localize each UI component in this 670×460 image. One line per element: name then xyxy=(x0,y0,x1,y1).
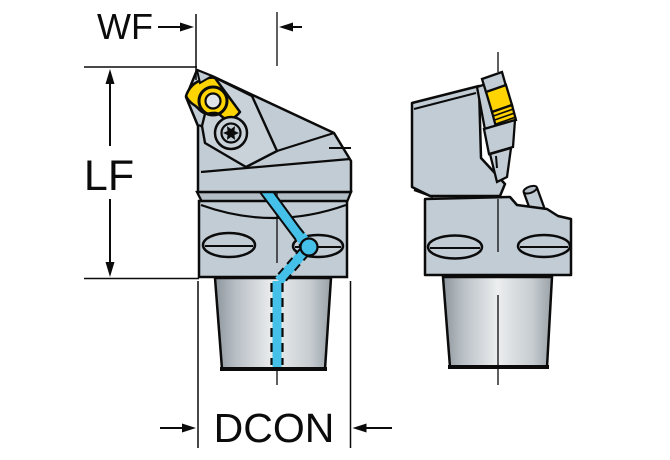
wf-arrow-right-icon xyxy=(180,22,194,32)
side-insert-unit xyxy=(475,70,518,184)
dimension-dcon: DCON xyxy=(160,281,392,451)
wf-label: WF xyxy=(97,6,153,47)
dcon-arrow-left-icon xyxy=(352,423,367,433)
side-holder-edge-tick xyxy=(495,155,498,169)
insert-hole-ring xyxy=(197,85,229,117)
insert-serration-lines xyxy=(493,108,517,125)
dimension-wf: WF xyxy=(97,6,302,80)
coolant-duct-upper xyxy=(258,183,313,250)
lf-arrow-down-icon xyxy=(105,262,115,277)
dcon-label: DCON xyxy=(214,405,335,451)
side-head-chamfer-top xyxy=(413,92,477,110)
side-head-chamfer-bottom xyxy=(413,189,434,198)
front-clamp-slot-left xyxy=(201,231,257,259)
front-body-shoulder-arc xyxy=(200,203,347,220)
dimension-lf: LF xyxy=(84,66,199,280)
wf-arrow-left-icon xyxy=(279,22,293,32)
lf-label: LF xyxy=(84,152,134,200)
coolant-duct-lower xyxy=(275,247,309,285)
coolant-port xyxy=(299,237,319,257)
side-insert-shim xyxy=(482,118,517,156)
lf-arrow-up-icon xyxy=(105,69,115,84)
torx-star-icon xyxy=(223,126,239,140)
side-clamp-slot-right xyxy=(516,233,572,259)
torx-screw xyxy=(213,115,249,151)
dcon-arrow-right-icon xyxy=(182,423,196,433)
side-clamp-slot-left xyxy=(426,234,484,260)
side-view xyxy=(410,52,573,385)
insert-pocket-corner xyxy=(195,68,215,85)
coolant-channel xyxy=(257,183,319,367)
insert-hole xyxy=(204,92,222,110)
front-view xyxy=(184,12,353,385)
